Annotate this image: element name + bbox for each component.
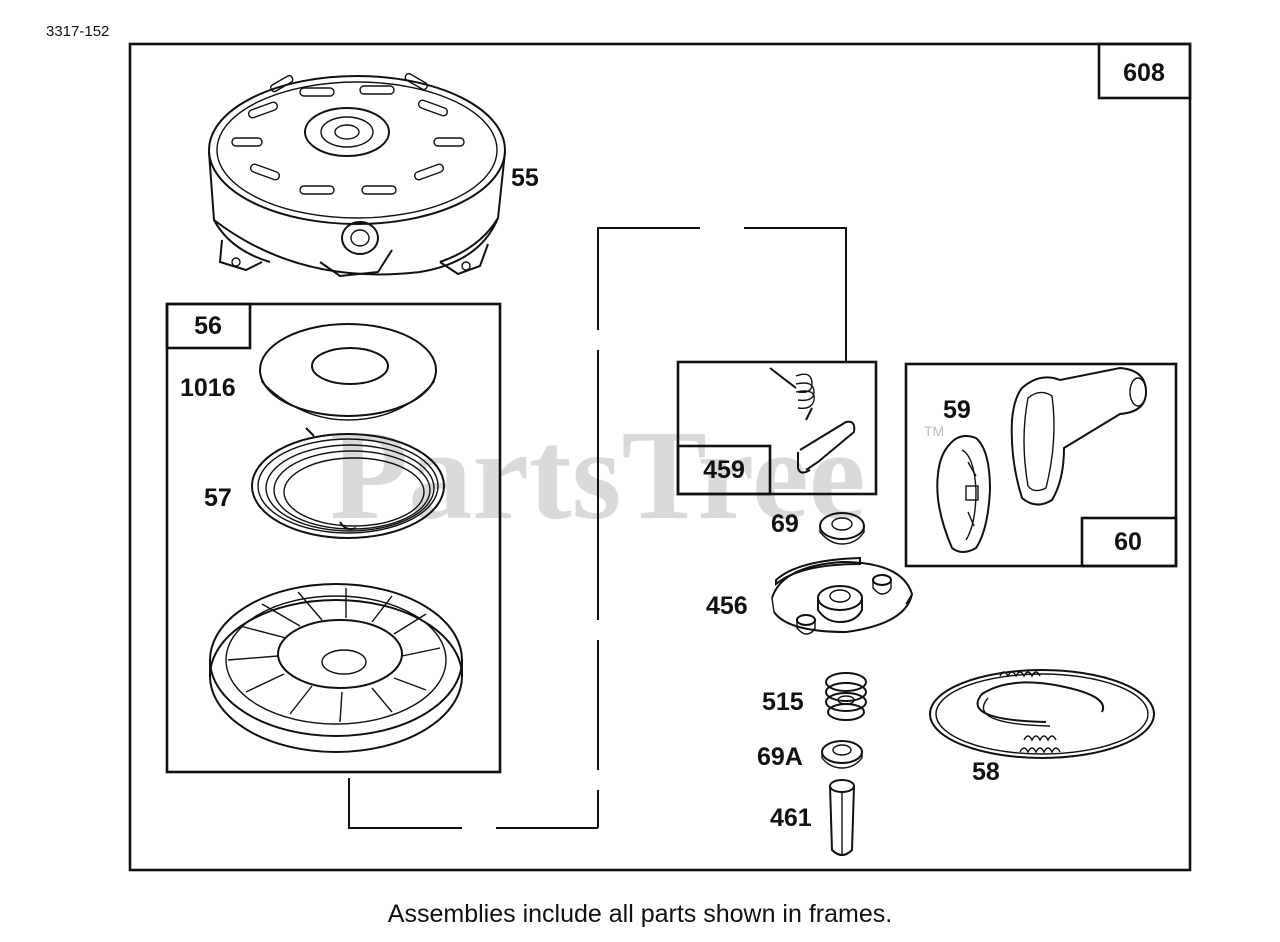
part-69-washer	[819, 512, 865, 545]
frame-60	[904, 362, 1178, 568]
part-57-rewind-spring	[251, 427, 445, 539]
watermark-tm: TM	[924, 423, 944, 439]
part-55-housing	[208, 72, 506, 278]
assembly-connector-lines	[348, 227, 847, 829]
frame-459	[676, 360, 878, 496]
part-60-handle	[1010, 366, 1148, 506]
frame-56	[165, 302, 502, 774]
part-label-456: 456	[706, 592, 748, 620]
part-label-1016: 1016	[180, 374, 236, 402]
part-label-69A: 69A	[757, 743, 803, 771]
part-label-57: 57	[204, 484, 232, 512]
part-label-55: 55	[511, 164, 539, 192]
part-label-461: 461	[770, 804, 812, 832]
frame-608-label: 608	[1123, 59, 1165, 87]
diagram-caption: Assemblies include all parts shown in fr…	[387, 900, 893, 928]
part-459-spring-and-pawl	[769, 367, 856, 474]
part-69A-washer	[821, 740, 863, 769]
frame-459-label-box	[676, 444, 772, 496]
frame-56-label-box	[165, 302, 252, 350]
part-label-58: 58	[972, 758, 1000, 786]
frame-60-label: 60	[1114, 528, 1142, 556]
frame-56-label: 56	[194, 312, 222, 340]
part-456-ratchet-cup	[771, 556, 914, 635]
part-label-515: 515	[762, 688, 804, 716]
frame-608-label-box	[1097, 42, 1192, 100]
part-58-starter-rope	[929, 669, 1155, 759]
diagram-id: 3317-152	[46, 23, 109, 40]
part-label-69: 69	[771, 510, 799, 538]
part-461-pin	[829, 779, 855, 856]
frame-608	[128, 42, 1192, 872]
part-515-spring	[825, 672, 867, 721]
part-1016-washer	[259, 323, 437, 421]
pulley	[209, 583, 463, 753]
frame-459-label: 459	[703, 456, 745, 484]
part-59-handle-insert	[936, 435, 992, 553]
part-label-59: 59	[943, 396, 971, 424]
frame-60-label-box	[1080, 516, 1178, 568]
